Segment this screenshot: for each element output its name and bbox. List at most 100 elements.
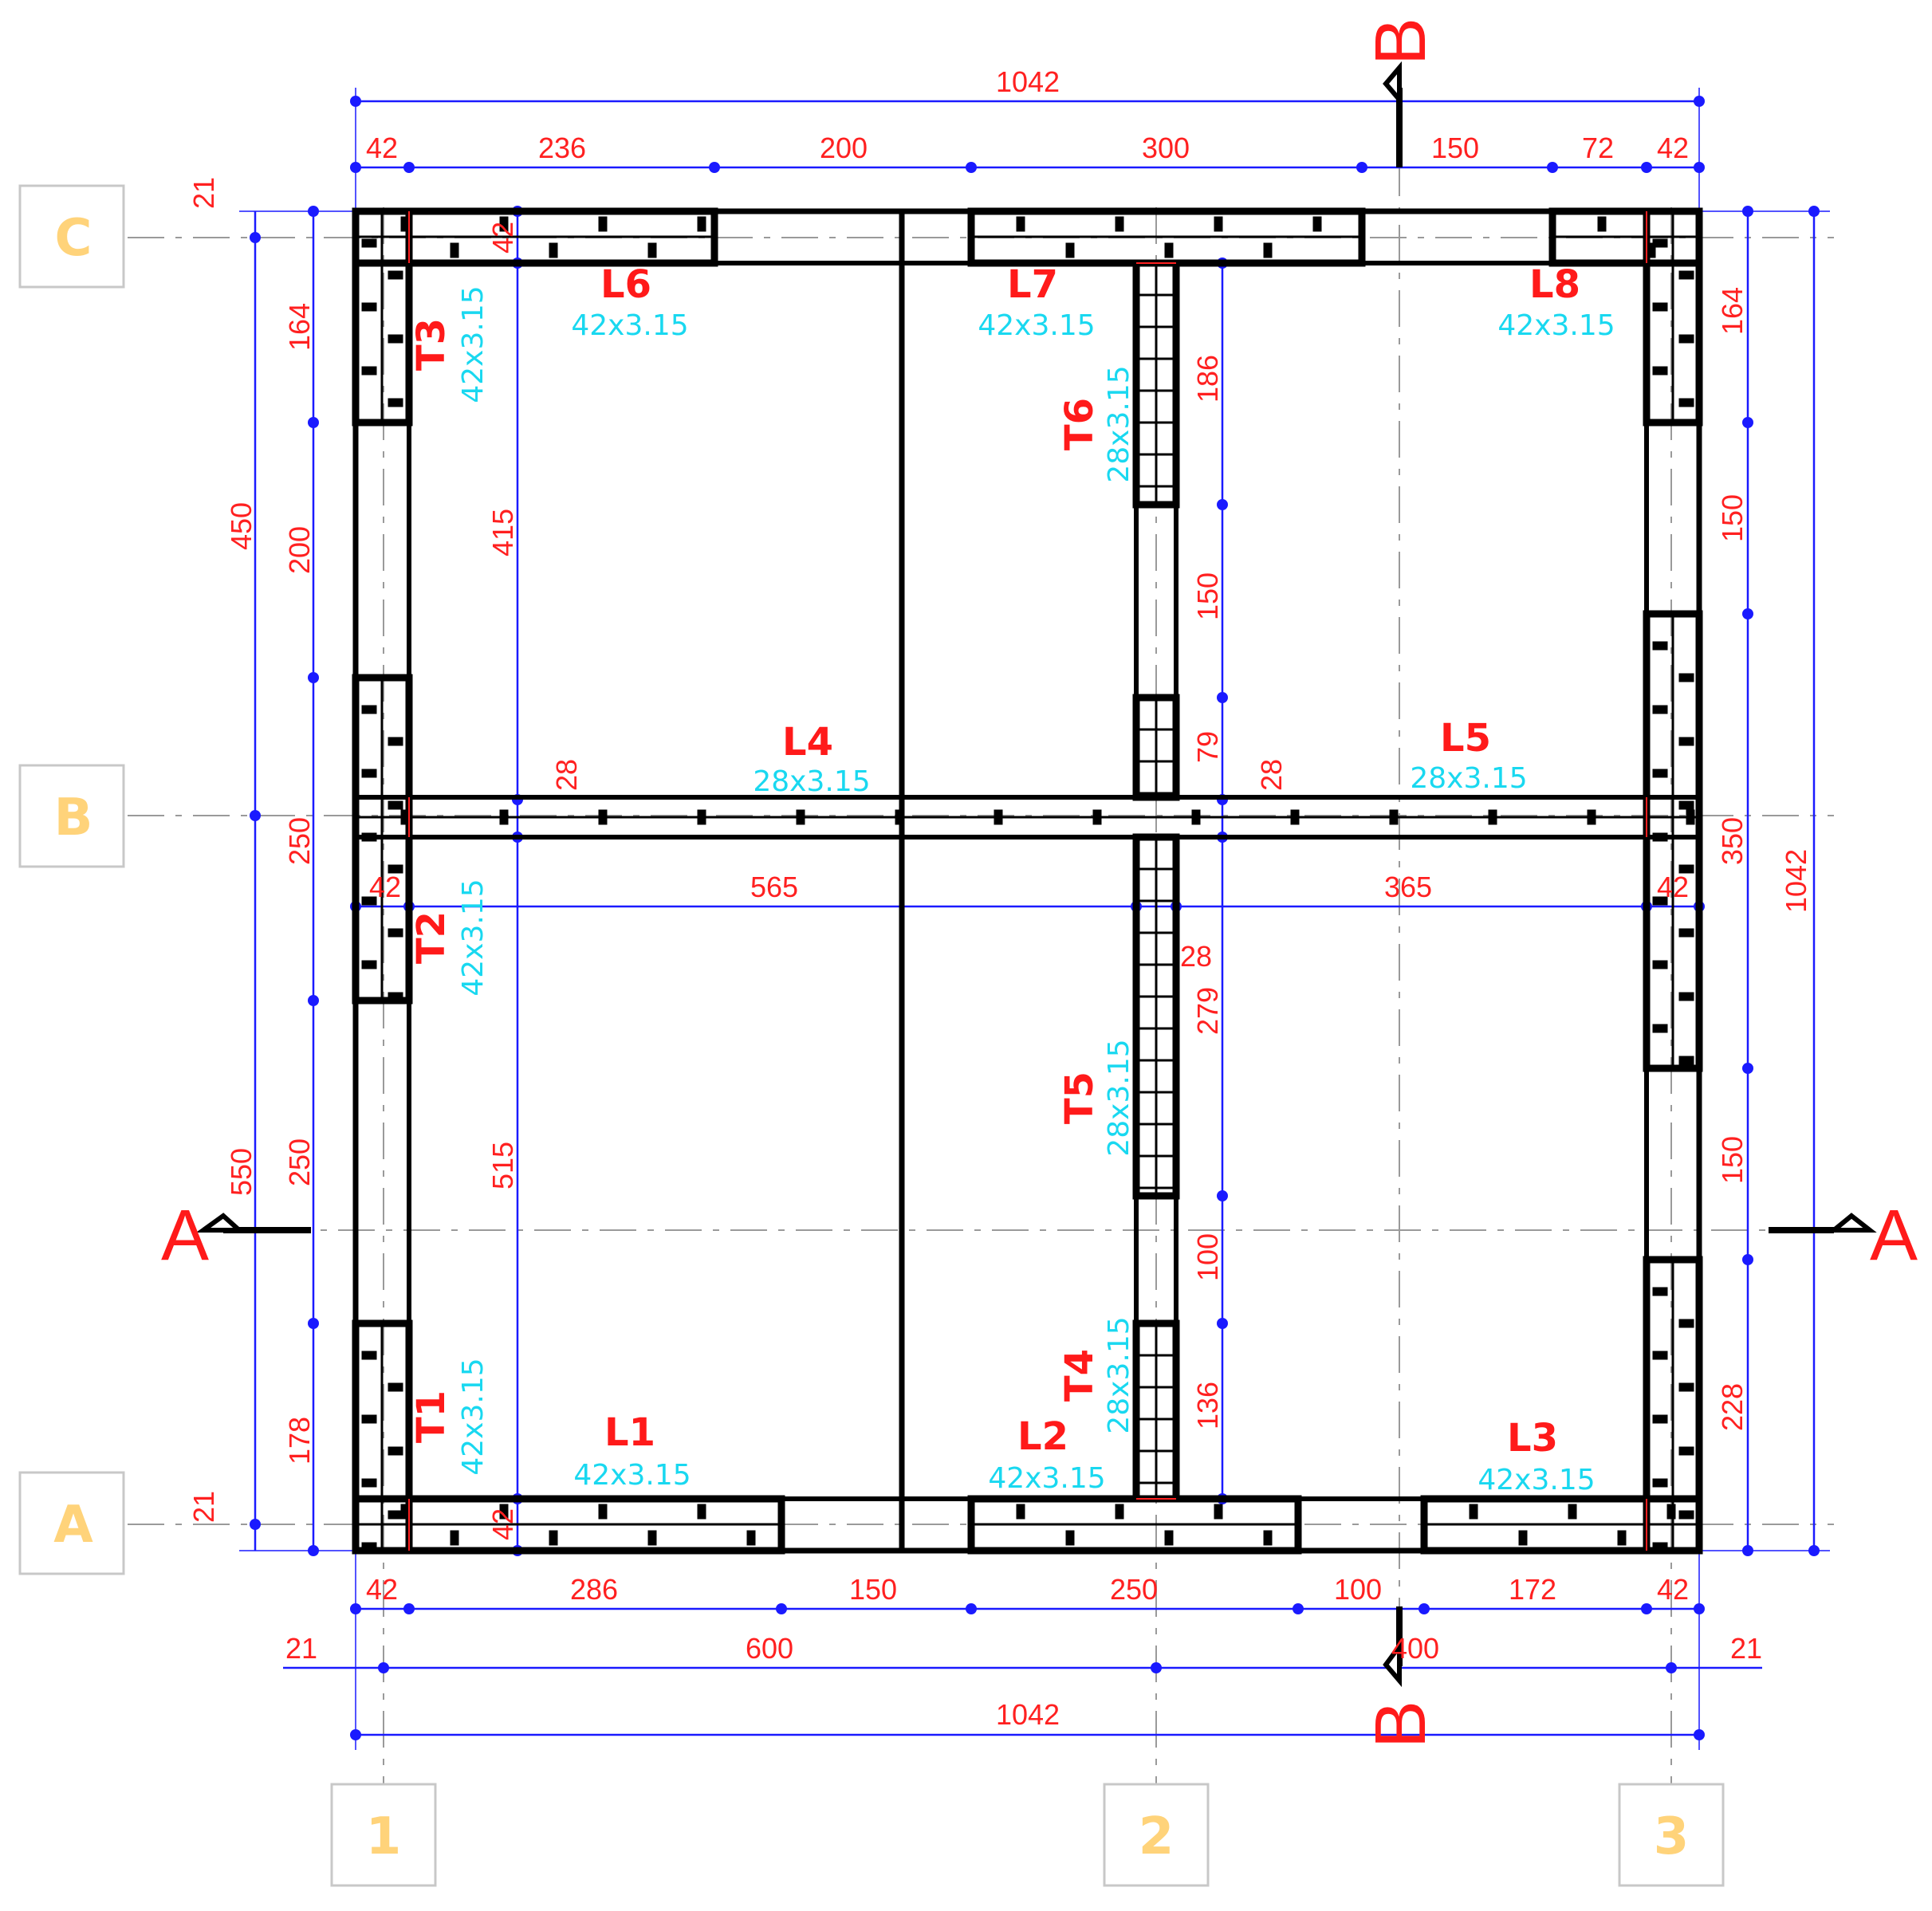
dim-bottom-seg: 42: [1657, 1573, 1689, 1606]
block-joint: [388, 737, 403, 746]
dimension-dot: [1742, 1545, 1753, 1556]
dimension-dot: [1694, 162, 1705, 173]
dim-right-inner: 164: [1716, 287, 1749, 335]
dimension-dot: [350, 162, 361, 173]
block-joint: [1686, 809, 1695, 825]
block-joint: [697, 1504, 706, 1520]
wall-label-l1: L1: [604, 1410, 655, 1455]
dim-left-inner: 250: [283, 817, 316, 865]
block-joint: [1092, 809, 1102, 825]
dimension-dot: [1742, 1254, 1753, 1265]
grid-label-a: A: [53, 1496, 93, 1555]
block-joint: [361, 1414, 377, 1424]
section-arrows: [195, 61, 1877, 1688]
wall-size-t2: 42x3.15: [457, 879, 490, 996]
dimension-dot: [308, 417, 319, 428]
wall-label-t2: T2: [409, 911, 454, 964]
dim-mid-h: 565: [750, 871, 798, 903]
dim-left-inner: 250: [283, 1138, 316, 1186]
block-joint: [1469, 1504, 1478, 1520]
block-joint: [361, 1478, 377, 1488]
dim-bottom-seg: 286: [570, 1573, 618, 1606]
block-joint: [388, 398, 403, 407]
dim-top-seg: 150: [1431, 132, 1479, 164]
block-joints: [356, 211, 1699, 1551]
block-joint: [1389, 809, 1399, 825]
grid-bubble-c: [18, 184, 125, 289]
block-joint: [1652, 896, 1668, 906]
block-joint: [361, 238, 377, 248]
block-joint: [1652, 832, 1668, 842]
block-joint: [388, 928, 403, 938]
block-joint: [1263, 242, 1273, 258]
dimension-dot: [350, 1603, 361, 1614]
block-joint: [361, 1542, 377, 1551]
dimension-dot: [1217, 1318, 1228, 1329]
block-joint: [598, 216, 608, 232]
dim-center-small: 28: [550, 759, 583, 791]
dim-bottom-seg: 172: [1509, 1573, 1556, 1606]
block-joint: [1652, 366, 1668, 376]
block-joint: [1587, 809, 1596, 825]
room-top-right: [1174, 261, 1649, 800]
wall-label-l3: L3: [1507, 1416, 1558, 1461]
dimension-dot: [250, 810, 261, 821]
dim-bottom-total: 1042: [996, 1698, 1060, 1731]
wall-size-l2: 42x3.15: [988, 1462, 1105, 1495]
wall-label-l2: L2: [1017, 1414, 1068, 1459]
dimension-texts: 1042 42 236 200 300 150 72 42 42 286 150…: [187, 65, 1812, 1731]
dimension-dot: [1742, 608, 1753, 619]
block-joint: [400, 216, 410, 232]
wall-size-t3: 42x3.15: [457, 285, 490, 403]
block-joint: [361, 705, 377, 714]
dimension-dot: [1356, 162, 1367, 173]
dimension-dot: [1217, 692, 1228, 703]
wall-size-t5: 28x3.15: [1103, 1039, 1135, 1156]
grid-axis-lines: [128, 159, 1834, 1786]
wall-label-t1: T1: [409, 1390, 454, 1443]
block-joint: [1678, 1382, 1694, 1392]
block-joint: [796, 809, 805, 825]
block-joint: [1652, 705, 1668, 714]
section-labels: A A B B: [161, 18, 1918, 1748]
dimension-dot: [966, 162, 977, 173]
block-joint: [647, 1530, 657, 1546]
block-joint: [1678, 928, 1694, 938]
wall-label-t5: T5: [1057, 1071, 1102, 1124]
block-joint: [994, 809, 1003, 825]
wall-label-t6: T6: [1057, 398, 1102, 450]
block-joint: [1290, 809, 1300, 825]
block-joint: [1214, 216, 1223, 232]
dimension-dot: [350, 1729, 361, 1740]
section-arrow-b-top-head: [1383, 61, 1402, 107]
wall-label-l7: L7: [1007, 262, 1058, 307]
section-label-a-right: A: [1870, 1196, 1918, 1276]
dimension-dot: [1217, 1190, 1228, 1201]
grid-label-b: B: [54, 788, 93, 847]
wall-label-l6: L6: [600, 262, 651, 307]
block-joint: [1652, 960, 1668, 969]
wall-label-t3: T3: [409, 318, 454, 371]
block-joint: [1678, 398, 1694, 407]
block-joint: [361, 769, 377, 778]
block-joint: [1678, 1510, 1694, 1520]
dimension-dot: [403, 162, 415, 173]
dim-top-total: 1042: [996, 65, 1060, 98]
outer-wall-right: [899, 208, 1702, 1554]
grid-bubble-2: [1103, 1783, 1210, 1887]
dim-left-inner: 200: [283, 526, 316, 574]
dim-bottom-axis: 21: [285, 1632, 317, 1665]
block-joint: [1678, 800, 1694, 810]
block-joint: [697, 809, 706, 825]
dim-right-inner: 350: [1716, 817, 1749, 865]
block-joint: [361, 960, 377, 969]
grid-label-c: C: [55, 209, 92, 268]
dim-right-inner: 150: [1716, 494, 1749, 542]
block-joint: [1191, 809, 1201, 825]
block-joint: [361, 1351, 377, 1360]
dim-bottom-axis: 600: [746, 1632, 793, 1665]
block-joint: [1678, 1056, 1694, 1065]
grid-bubble-1: [330, 1783, 437, 1887]
dim-left-interior: 415: [486, 509, 519, 556]
